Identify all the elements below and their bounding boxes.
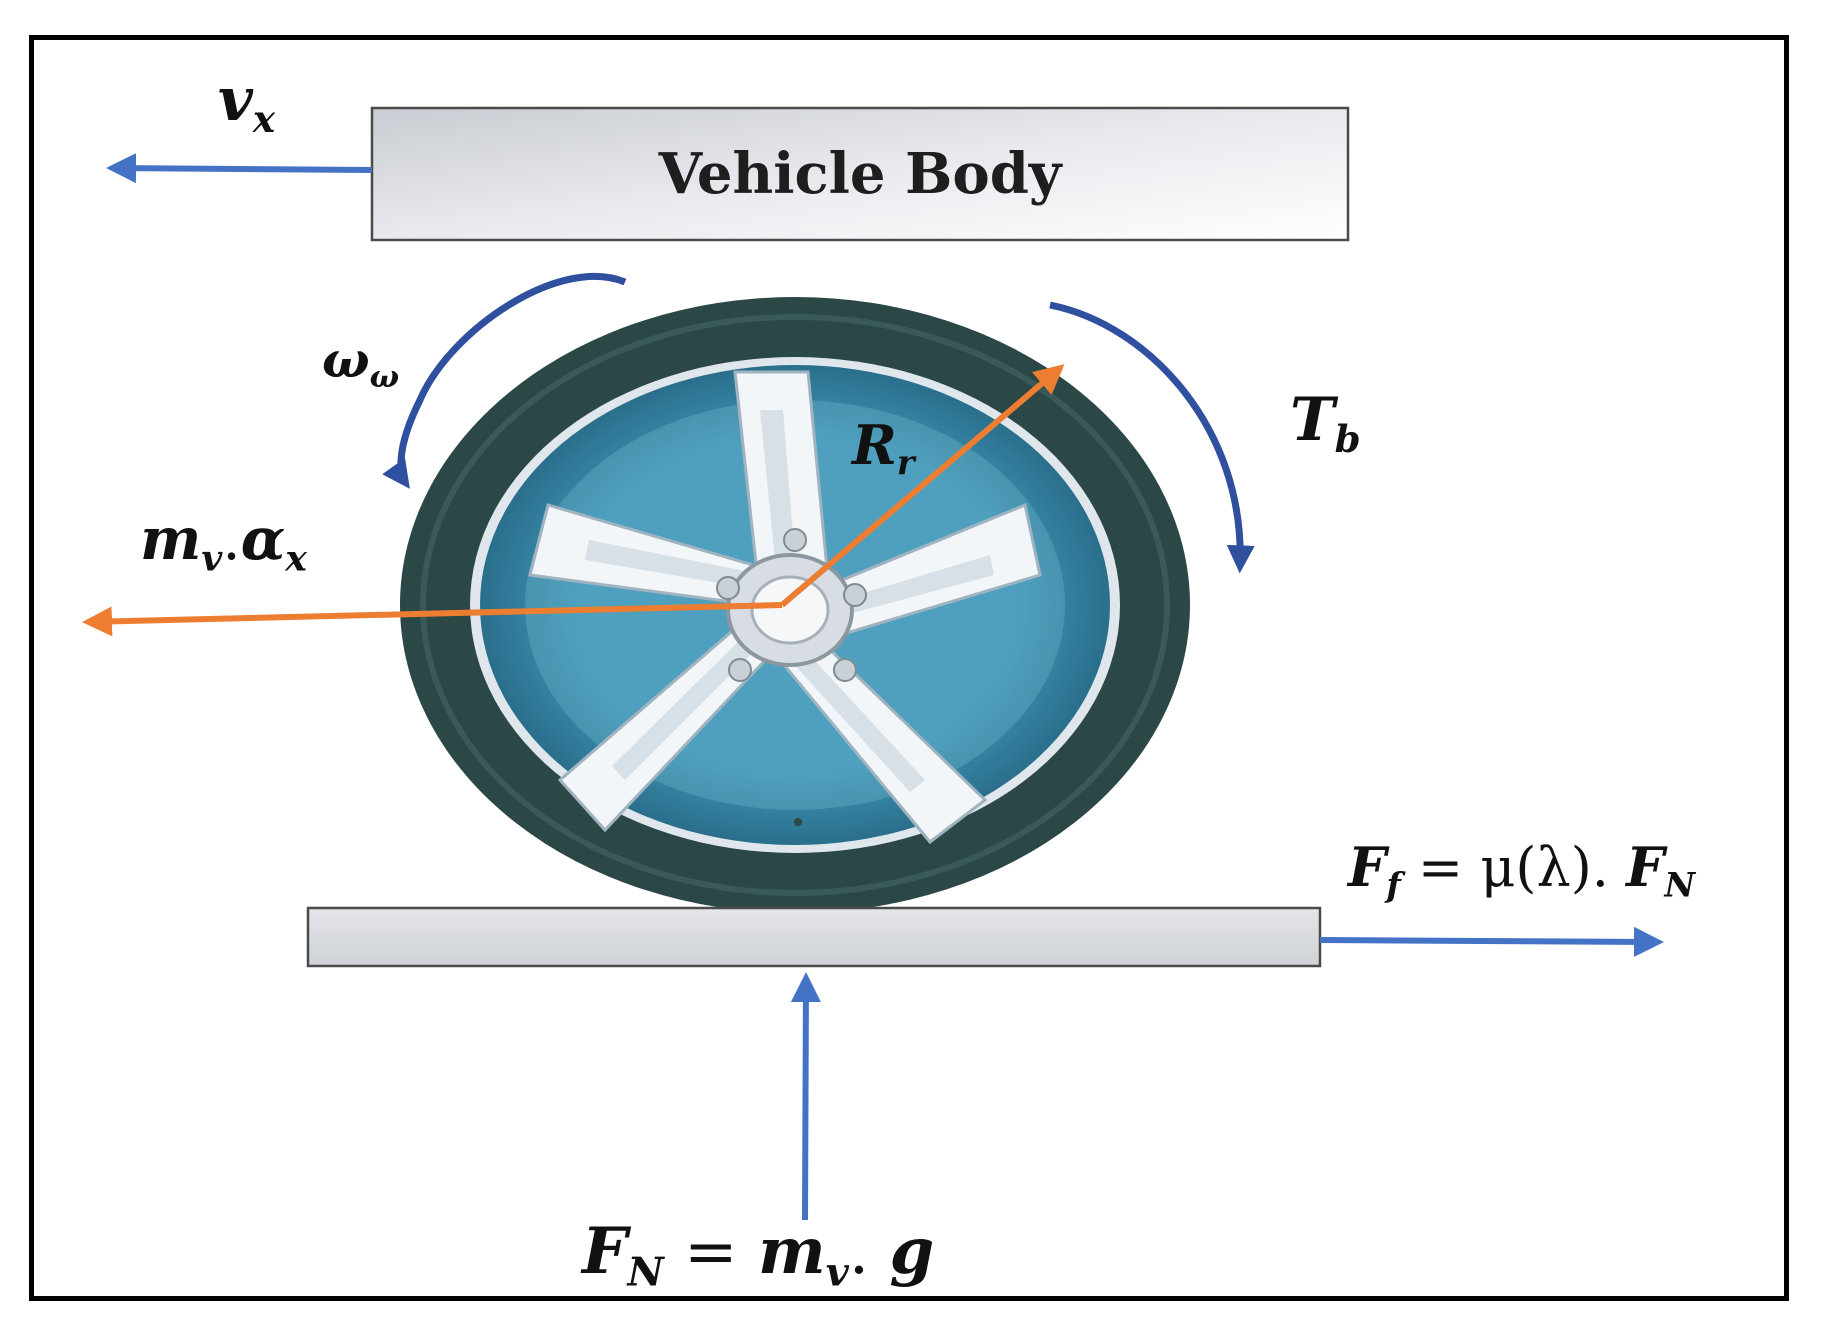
wheel-icon xyxy=(400,297,1190,913)
ground-plate xyxy=(306,906,1322,968)
friction-force-arrow xyxy=(1319,926,1664,957)
friction-force-label: Ff = μ(λ). FN xyxy=(1348,835,1696,905)
vehicle-body-plate xyxy=(370,106,1350,242)
normal-force-label: FN = mv. g xyxy=(582,1214,935,1296)
angular-velocity-label: ωω xyxy=(322,330,400,395)
normal-force-arrow xyxy=(790,972,821,1221)
radius-label: Rr xyxy=(852,413,915,483)
wheel-rotation-arrow xyxy=(382,273,627,489)
velocity-arrow xyxy=(106,153,373,184)
braking-torque-arrow xyxy=(1049,301,1255,574)
inertia-force-label: mv.αx xyxy=(140,505,307,580)
inertia-force-arrow xyxy=(82,602,783,637)
vehicle-body-label: Vehicle Body xyxy=(658,141,1062,207)
diagram-frame xyxy=(29,35,1789,1301)
velocity-label: vx xyxy=(218,65,276,141)
braking-torque-label: Tb xyxy=(1290,385,1361,461)
radius-arrow xyxy=(780,364,1065,608)
